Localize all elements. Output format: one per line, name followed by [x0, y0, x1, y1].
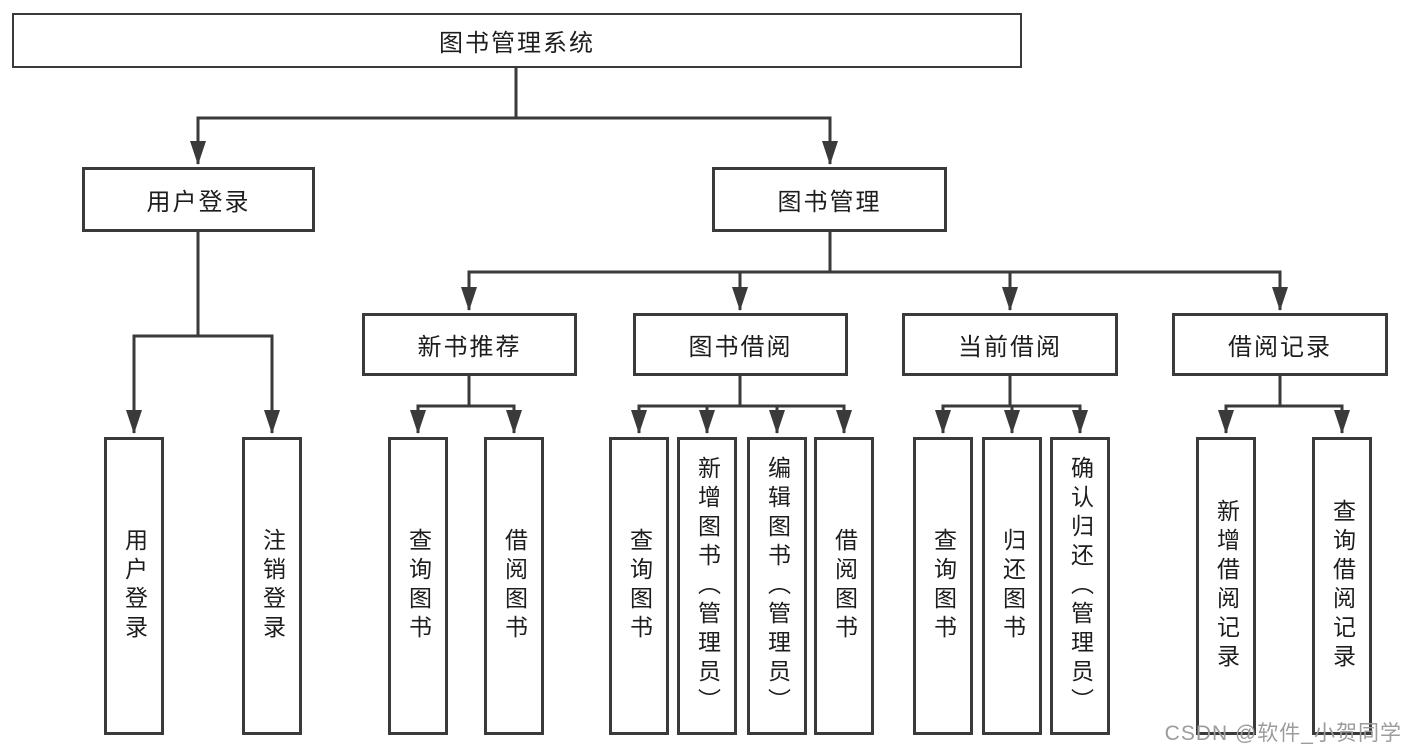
leaf-current-query-book-label: 查询图书: [930, 528, 957, 644]
leaf-borrow-query-book-label: 查询图书: [626, 528, 653, 644]
node-borrow-records-label: 借阅记录: [1228, 334, 1332, 361]
csdn-watermark: CSDN @软件_小贺同学: [1164, 722, 1402, 745]
node-new-book-recommend-label: 新书推荐: [417, 334, 522, 361]
leaf-borrow-add-book: 新增图书（管理员）: [677, 437, 737, 735]
node-current-borrow: 当前借阅: [902, 313, 1118, 376]
node-current-borrow-label: 当前借阅: [958, 334, 1062, 361]
leaf-user-login: 用户登录: [104, 437, 164, 735]
leaf-current-return-book-label: 归还图书: [999, 528, 1026, 644]
leaf-borrow-edit-book: 编辑图书（管理员）: [747, 437, 807, 735]
leaf-borrow-borrow-book: 借阅图书: [814, 437, 874, 735]
leaf-records-query-record: 查询借阅记录: [1312, 437, 1372, 735]
leaf-records-add-record: 新增借阅记录: [1196, 437, 1256, 735]
leaf-logout-login-label: 注销登录: [259, 528, 286, 644]
leaf-records-add-record-label: 新增借阅记录: [1213, 499, 1240, 673]
node-book-management: 图书管理: [712, 167, 947, 232]
leaf-recommend-query-book-label: 查询图书: [405, 528, 432, 644]
leaf-borrow-add-book-label: 新增图书（管理员）: [694, 455, 721, 717]
leaf-user-login-label: 用户登录: [121, 528, 148, 644]
leaf-logout-login: 注销登录: [242, 437, 302, 735]
leaf-borrow-query-book: 查询图书: [609, 437, 669, 735]
node-new-book-recommend: 新书推荐: [362, 313, 577, 376]
node-book-borrow: 图书借阅: [633, 313, 848, 376]
leaf-recommend-borrow-book: 借阅图书: [484, 437, 544, 735]
leaf-recommend-borrow-book-label: 借阅图书: [501, 528, 528, 644]
leaf-current-confirm-return: 确认归还（管理员）: [1050, 437, 1110, 735]
leaf-current-query-book: 查询图书: [913, 437, 973, 735]
node-root: 图书管理系统: [12, 13, 1022, 68]
leaf-current-confirm-return-label: 确认归还（管理员）: [1067, 455, 1094, 717]
node-book-borrow-label: 图书借阅: [688, 334, 793, 361]
node-root-label: 图书管理系统: [439, 30, 595, 57]
node-book-management-label: 图书管理: [777, 189, 882, 216]
leaf-records-query-record-label: 查询借阅记录: [1329, 499, 1356, 673]
leaf-borrow-borrow-book-label: 借阅图书: [831, 528, 858, 644]
node-borrow-records: 借阅记录: [1172, 313, 1388, 376]
leaf-recommend-query-book: 查询图书: [388, 437, 448, 735]
node-user-login: 用户登录: [82, 167, 315, 232]
leaf-borrow-edit-book-label: 编辑图书（管理员）: [764, 455, 791, 717]
leaf-current-return-book: 归还图书: [982, 437, 1042, 735]
node-user-login-label: 用户登录: [146, 189, 251, 216]
